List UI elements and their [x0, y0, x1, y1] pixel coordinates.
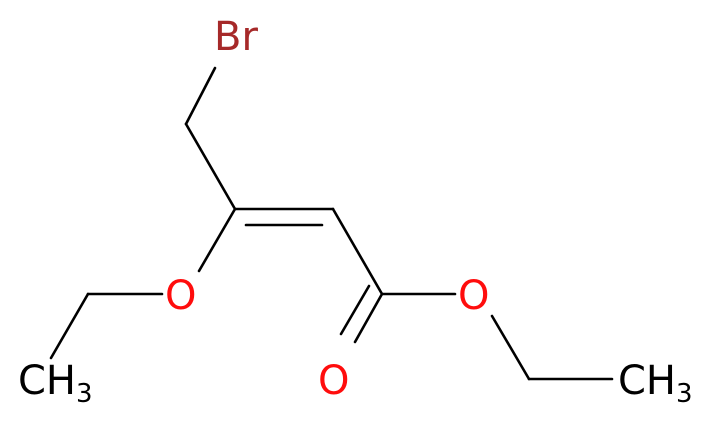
carbonyl-oxygen-label: O	[318, 358, 349, 404]
methyl-right-count: 3	[676, 379, 693, 409]
methyl-left-label: CH3	[18, 358, 93, 409]
bonds	[49, 66, 614, 381]
bond-ester-o-ch2	[490, 314, 531, 381]
bond-ch2-ch3-left	[49, 292, 90, 360]
bond-ch2-c3	[184, 122, 237, 211]
methyl-left-count: 3	[76, 379, 93, 409]
bond-br-ch2	[184, 66, 217, 126]
methyl-left-symbol: CH	[18, 358, 76, 404]
methyl-right-label: CH3	[618, 358, 693, 409]
bond-c1-carbonyl-o	[353, 292, 384, 344]
ester-oxygen-label: O	[458, 273, 489, 319]
bond-c3-ether-o	[197, 207, 237, 273]
bromine-atom-label: Br	[214, 14, 258, 60]
ether-oxygen-label: O	[165, 273, 196, 319]
bond-c1-carbonyl-o-double	[339, 284, 371, 336]
bond-c2-c1	[331, 207, 384, 296]
methyl-right-symbol: CH	[618, 358, 676, 404]
